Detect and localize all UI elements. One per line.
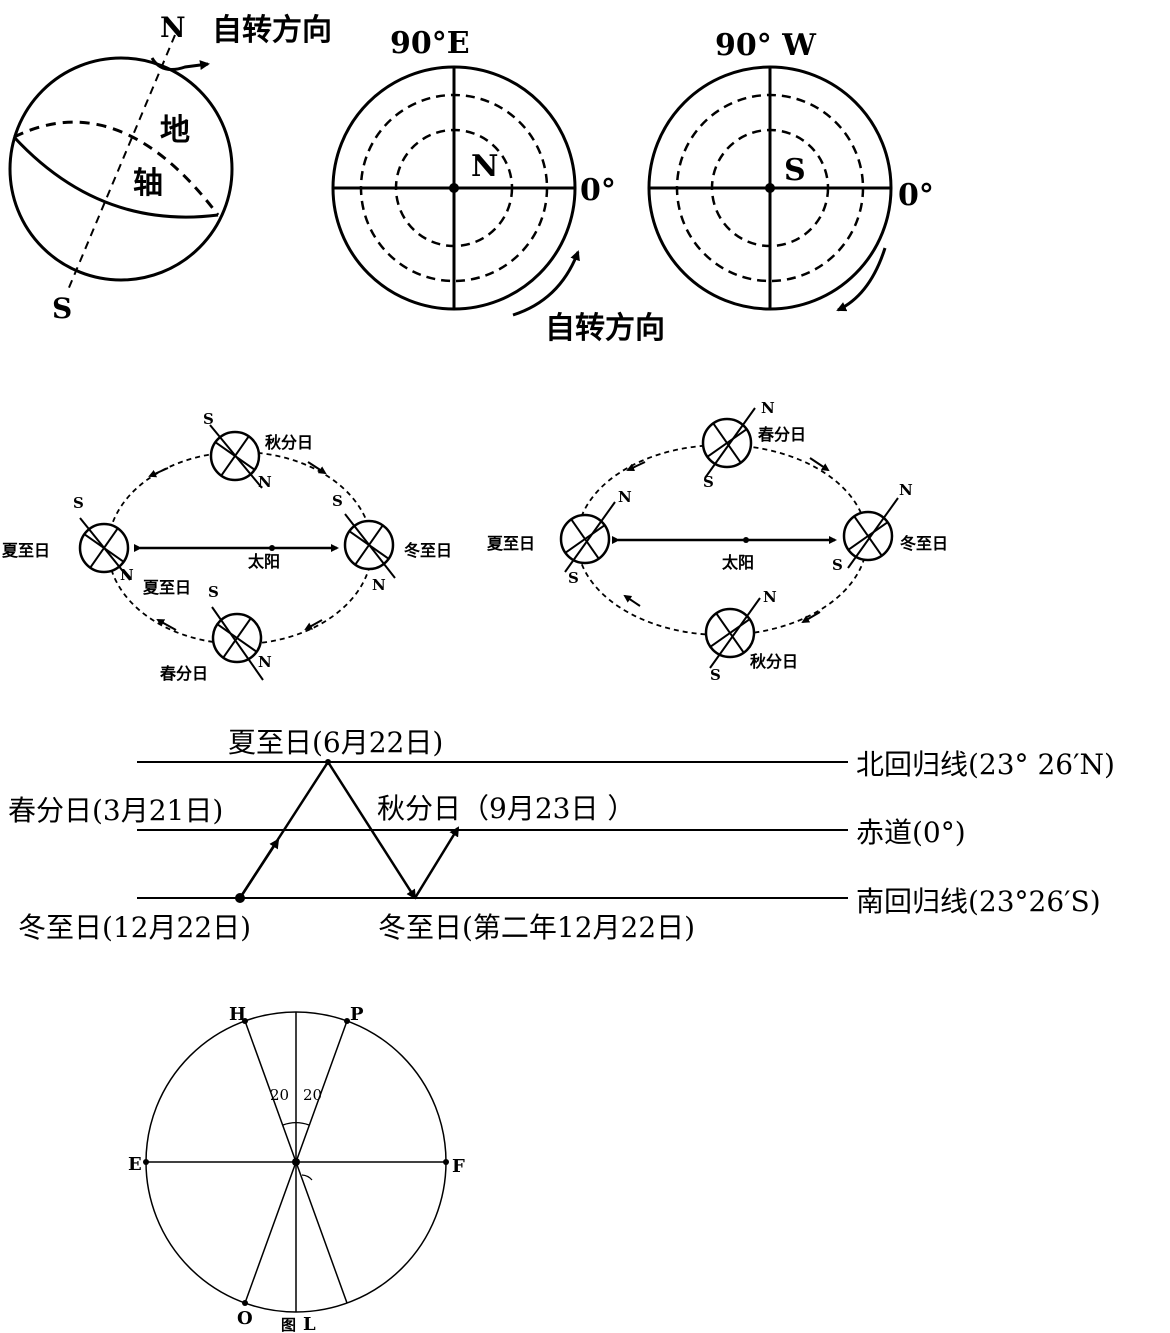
south-view-center-label: S	[784, 153, 806, 188]
winter-label-left: 冬至日	[404, 541, 452, 560]
south-polar-view	[647, 65, 893, 311]
earth-autumn-right	[704, 597, 761, 669]
pole-s-label: S	[332, 492, 343, 510]
axis-char-1: 地	[160, 113, 190, 148]
earth-autumn-left	[209, 424, 263, 489]
globe-rotation-label: 自转方向	[212, 13, 332, 48]
summer-lower-label-left: 夏至日	[142, 578, 191, 597]
point-p-label: P	[350, 1004, 364, 1025]
pole-n-label: N	[761, 399, 775, 417]
pole-n-label: N	[763, 588, 777, 606]
earth-spring-left	[211, 606, 264, 681]
sun-dot	[269, 545, 275, 551]
north-view-right-label: 0°	[580, 173, 616, 208]
north-polar-view	[331, 65, 577, 311]
point-h-label: H	[229, 1004, 246, 1025]
autumn-label-right: 秋分日	[750, 652, 798, 671]
tropic-of-capricorn-label: 南回归线(23°26′S)	[856, 885, 1101, 918]
earth-summer-left	[78, 517, 131, 581]
panel-subsolar-migration: 夏至日(6月22日) 春分日(3月21日) 秋分日（9月23日 ） 冬至日(12…	[8, 726, 1115, 944]
winter-label-right: 冬至日	[900, 534, 948, 553]
pole-s-label: S	[208, 583, 219, 601]
autumnal-equinox-label: 秋分日（9月23日 ）	[377, 792, 635, 825]
globe-south-label: S	[52, 292, 72, 325]
point-o-label: O	[237, 1308, 253, 1329]
pole-s-label: S	[73, 494, 84, 512]
point-l-label: L	[303, 1314, 316, 1333]
panel-orbits: 秋分日 夏至日 冬至日 太阳 夏至日 春分日 S N S N S N S N	[1, 399, 948, 684]
north-view-center-label: N	[471, 149, 498, 184]
summer-label-left: 夏至日	[1, 541, 50, 560]
figure-char-label: 图	[281, 1316, 296, 1333]
cw-arrow-icon	[836, 247, 887, 312]
south-view-right-label: 0°	[898, 178, 934, 213]
summer-solstice-label: 夏至日(6月22日)	[228, 726, 443, 759]
south-view-top-label: 90° W	[715, 28, 817, 63]
pole-n-label: N	[372, 576, 386, 594]
pole-s-label: S	[568, 569, 579, 587]
point-f-label: F	[452, 1156, 465, 1177]
ccw-arrow-icon	[512, 250, 580, 317]
north-view-top-label: 90°E	[390, 26, 470, 61]
rotation-arrow-icon	[150, 57, 210, 71]
earth-winter-right	[842, 497, 899, 569]
pole-n-label: N	[120, 566, 134, 584]
globe-north-label: N	[160, 11, 186, 44]
spring-label-right: 春分日	[757, 425, 806, 444]
pole-n-label: N	[258, 653, 272, 671]
pole-s-label: S	[710, 666, 721, 684]
tropic-of-cancer-label: 北回归线(23° 26′N)	[856, 748, 1115, 781]
sun-label-right: 太阳	[721, 553, 754, 572]
equator-label: 赤道(0°)	[856, 816, 966, 849]
pole-s-label: S	[203, 410, 214, 428]
start-point-dot	[235, 893, 245, 903]
panel-rotation: N S 自转方向 地 轴 90°E 0° N 90° W 0° S	[8, 11, 934, 346]
pole-s-label: S	[703, 473, 714, 491]
angle-right-label: 20	[303, 1086, 322, 1104]
earth-spring-right	[701, 407, 756, 479]
sun-dot	[743, 537, 749, 543]
panel-angle-circle: H P E F O L 图 20 20	[128, 1004, 465, 1333]
earth-winter-left	[343, 513, 396, 579]
vernal-equinox-label: 春分日(3月21日)	[8, 794, 223, 827]
pole-s-label: S	[832, 556, 843, 574]
pole-n-label: N	[899, 481, 913, 499]
pole-n-label: N	[258, 473, 272, 491]
axis-char-2: 轴	[133, 166, 163, 201]
angle-left-label: 20	[270, 1086, 289, 1104]
pole-n-label: N	[618, 488, 632, 506]
summer-label-right: 夏至日	[486, 534, 535, 553]
winter-solstice-label-1: 冬至日(12月22日)	[18, 911, 251, 944]
winter-solstice-label-2: 冬至日(第二年12月22日)	[378, 911, 695, 944]
tilted-globe	[8, 34, 234, 291]
sun-label-left: 太阳	[247, 552, 280, 571]
rotation-direction-label: 自转方向	[545, 311, 665, 346]
earth-summer-right	[559, 501, 616, 573]
point-e-label: E	[128, 1154, 142, 1175]
spring-label-left: 春分日	[159, 664, 208, 683]
autumn-label-left: 秋分日	[265, 433, 313, 452]
earth-axis	[67, 34, 176, 291]
